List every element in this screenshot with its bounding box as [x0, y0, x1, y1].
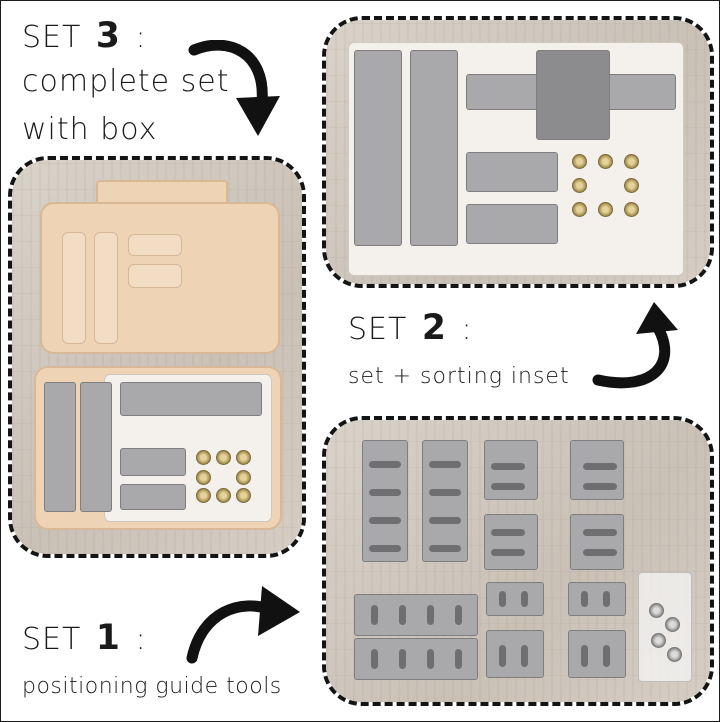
set3-line1: complete set	[22, 64, 230, 99]
set1-photo	[322, 416, 714, 706]
guide-part	[486, 630, 544, 678]
set3-line2: with box	[22, 112, 158, 147]
set3-prefix: SET	[22, 20, 82, 55]
set2-line1: set + sorting inset	[348, 364, 570, 389]
set3-title: SET 3 :	[22, 16, 147, 56]
lid-slot	[94, 232, 118, 344]
guide-part	[422, 440, 468, 562]
set1-line1: positioning guide tools	[22, 674, 282, 699]
screw	[572, 178, 587, 193]
curved-arrow-icon	[186, 586, 300, 664]
box-base	[34, 366, 282, 530]
screw	[624, 202, 639, 217]
curved-arrow-icon	[188, 40, 280, 136]
screw	[572, 202, 587, 217]
set3-number: 3	[95, 16, 121, 56]
guide-part	[354, 50, 402, 246]
guide-part	[44, 382, 76, 512]
lid-slot	[62, 232, 86, 344]
guide-part	[484, 514, 538, 570]
guide-part	[536, 50, 610, 140]
set1-number: 1	[95, 618, 121, 658]
set2-number: 2	[421, 308, 447, 348]
screw-bag	[638, 572, 692, 682]
guide-part	[354, 638, 478, 680]
set1-title: SET 1 :	[22, 618, 147, 658]
guide-part	[120, 382, 262, 416]
guide-part	[466, 152, 558, 192]
guide-part	[570, 514, 624, 570]
screw	[196, 488, 211, 503]
lid-slot	[128, 234, 182, 256]
guide-part	[80, 382, 112, 512]
screw	[196, 470, 211, 485]
screw	[236, 450, 251, 465]
screw	[598, 202, 613, 217]
set1-colon: :	[135, 622, 147, 657]
set2-photo	[322, 16, 714, 288]
guide-part	[120, 484, 186, 510]
screw	[216, 450, 231, 465]
guide-part	[486, 582, 544, 616]
screw	[572, 154, 587, 169]
guide-part	[568, 630, 626, 678]
set2-colon: :	[461, 312, 473, 347]
guide-part	[410, 50, 458, 246]
curved-arrow-icon	[592, 302, 678, 389]
screw	[216, 488, 231, 503]
guide-part	[362, 440, 408, 562]
screw	[624, 178, 639, 193]
screw	[196, 450, 211, 465]
set2-title: SET 2 :	[348, 308, 473, 348]
guide-part	[120, 448, 186, 476]
screw	[624, 154, 639, 169]
guide-part	[484, 440, 538, 500]
screw	[236, 470, 251, 485]
box-lid	[40, 202, 280, 354]
set1-prefix: SET	[22, 622, 82, 657]
guide-part	[568, 582, 626, 616]
set3-colon: :	[135, 20, 147, 55]
screw	[236, 488, 251, 503]
set3-photo	[8, 156, 306, 558]
lid-slot	[128, 264, 182, 288]
guide-part	[466, 204, 558, 244]
box-latch	[96, 180, 228, 206]
guide-part	[354, 594, 478, 636]
set2-prefix: SET	[348, 312, 408, 347]
screw	[598, 154, 613, 169]
guide-part	[570, 440, 624, 500]
